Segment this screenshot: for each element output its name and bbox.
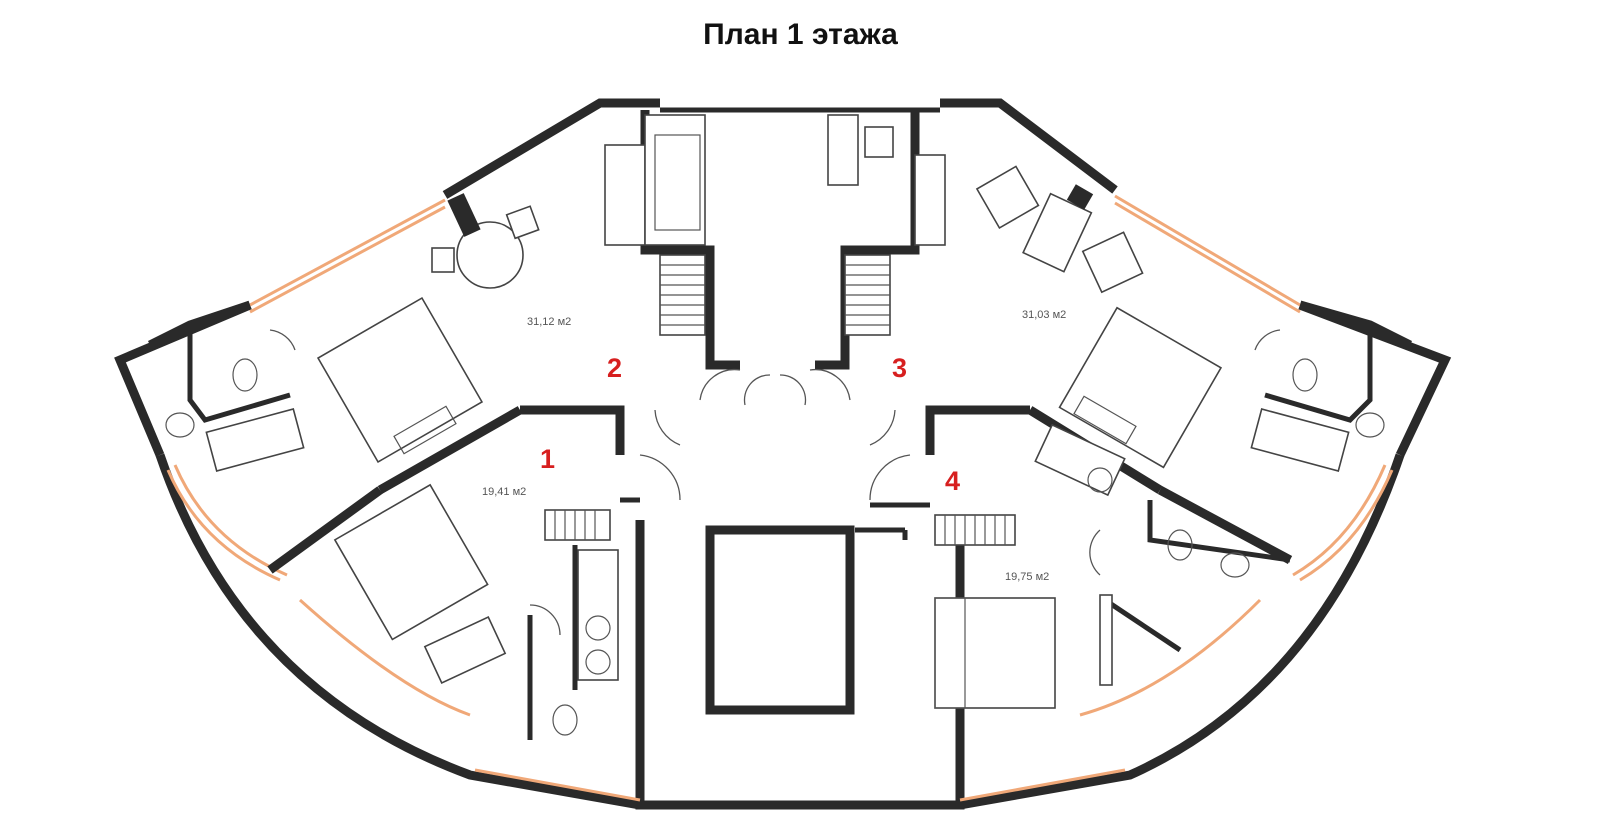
furniture xyxy=(165,114,1385,736)
windows xyxy=(166,194,1394,802)
central-core xyxy=(705,525,908,715)
doors xyxy=(269,329,1281,636)
unit-2-area: 31,12 м2 xyxy=(527,316,571,328)
unit-number-1: 1 xyxy=(540,444,555,474)
unit-4-area: 19,75 м2 xyxy=(1005,571,1049,583)
unit-number-2: 2 xyxy=(607,353,622,383)
unit-3-area: 31,03 м2 xyxy=(1022,309,1066,321)
unit-1-area: 19,41 м2 xyxy=(482,486,526,498)
outer-walls xyxy=(114,98,1452,810)
stairs xyxy=(544,254,1016,546)
interior-walls xyxy=(147,110,1413,740)
unit-number-4: 4 xyxy=(945,466,960,496)
unit-number-3: 3 xyxy=(892,353,907,383)
plan-title: План 1 этажа xyxy=(703,18,898,51)
